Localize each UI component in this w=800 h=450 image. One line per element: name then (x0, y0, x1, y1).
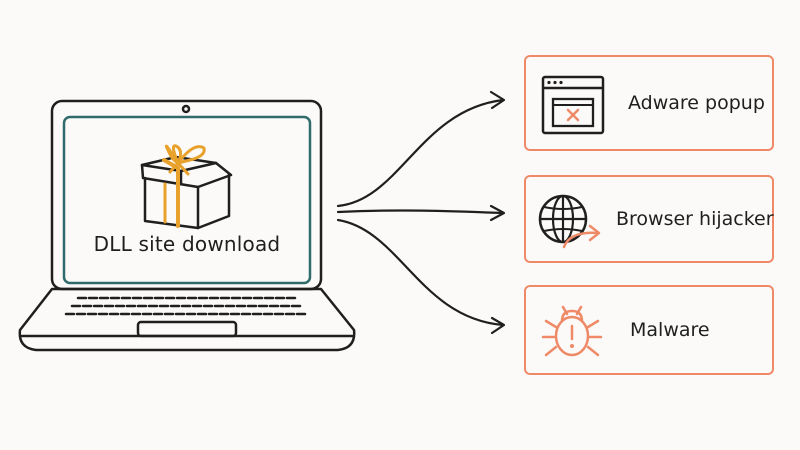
outcome-label: Adware popup (628, 92, 765, 114)
laptop-camera (181, 104, 191, 114)
arrows (336, 90, 506, 335)
laptop-screen (62, 115, 312, 285)
arrow-to-adware (336, 98, 505, 208)
gift-box-icon (140, 144, 233, 230)
arrow-to-malware (336, 218, 505, 327)
arrowhead (489, 204, 506, 222)
outcome-card-malware: Malware (524, 285, 774, 375)
trackpad (136, 320, 238, 338)
arrowhead (489, 90, 506, 110)
outcome-label: Browser hijacker (616, 208, 774, 230)
browser-window-close-icon (541, 75, 605, 135)
bug-warning-icon (541, 305, 603, 357)
laptop-base (18, 287, 356, 352)
outcome-card-adware: Adware popup (524, 55, 774, 151)
laptop-lid (50, 99, 323, 291)
laptop-screen-caption: DLL site download (93, 232, 281, 256)
arrow-to-hijacker (336, 209, 505, 215)
globe-redirect-icon (538, 194, 601, 249)
outcome-label: Malware (630, 319, 710, 341)
arrowhead (490, 316, 506, 335)
laptop (18, 99, 356, 352)
outcome-card-hijacker: Browser hijacker (524, 175, 774, 263)
